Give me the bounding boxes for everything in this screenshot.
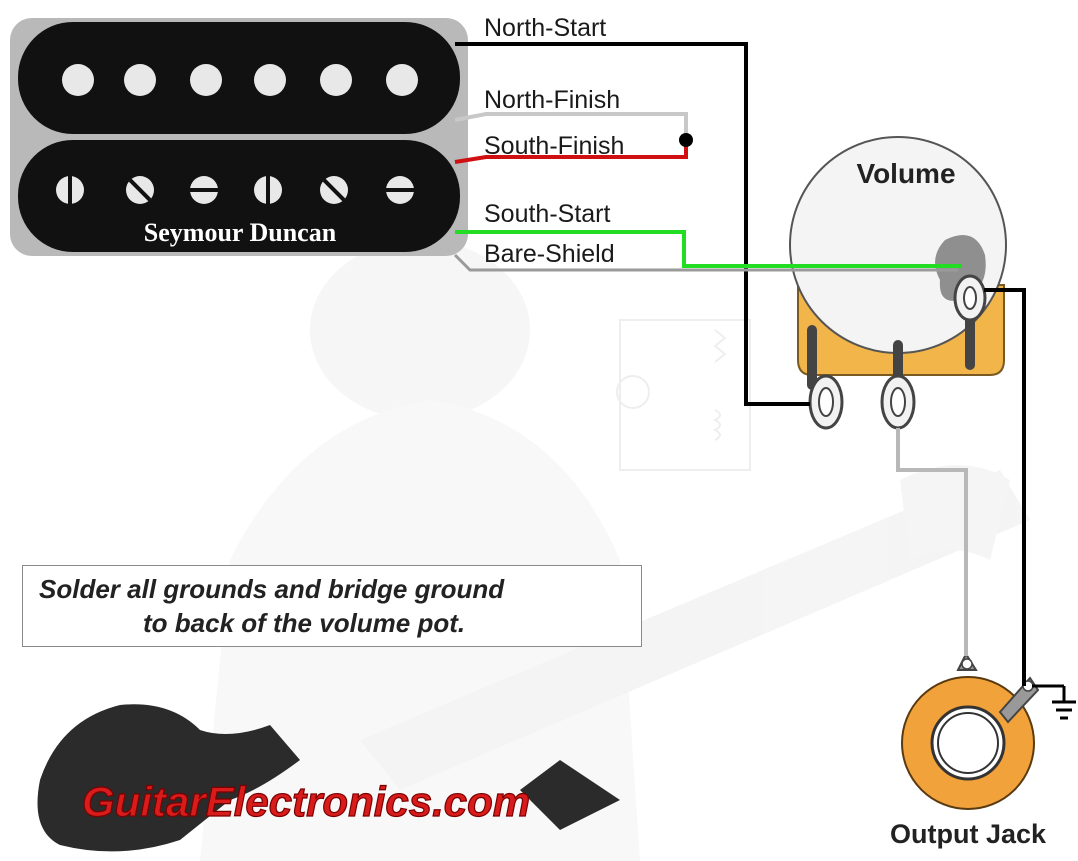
wire-pot-to-jack-tip: [896, 428, 968, 656]
label-south-start: South-Start: [484, 200, 611, 228]
north-coil: [18, 22, 460, 134]
logo-headstock: [520, 760, 620, 830]
humbucker-pickup: Seymour Duncan: [10, 18, 468, 256]
note-line-1: Solder all grounds and bridge ground: [39, 574, 505, 604]
wires: [453, 42, 1064, 688]
label-north-finish: North-Finish: [484, 86, 620, 114]
pot-lug-3: [953, 274, 987, 370]
volume-pot: Volume: [789, 136, 1007, 430]
output-jack: Output Jack: [890, 651, 1047, 849]
label-north-start: North-Start: [484, 14, 606, 42]
jack-label: Output Jack: [890, 819, 1047, 849]
note-line-2: to back of the volume pot.: [143, 608, 466, 638]
wire-north-start: [455, 42, 810, 406]
wire-north-finish: [454, 112, 688, 140]
north-coil-poles: [62, 64, 418, 96]
label-bare-shield: Bare-Shield: [484, 240, 615, 268]
south-coil: [18, 140, 460, 252]
jack-tip-lug: [956, 651, 978, 671]
instruction-note: Solder all grounds and bridge ground to …: [22, 565, 642, 647]
pot-label: Volume: [856, 158, 955, 189]
jack-hole: [930, 705, 1006, 781]
solder-joint-icon: [679, 133, 693, 147]
wire-bare-shield: [453, 253, 958, 272]
pot-lug-2: [880, 340, 916, 430]
wire-south-finish: [454, 140, 688, 164]
wire-pot-to-jack-ground: [984, 288, 1026, 686]
label-south-finish: South-Finish: [484, 132, 624, 160]
logo-text: GuitarElectronics.com: [82, 778, 530, 825]
logo-guitar-silhouette: [37, 704, 300, 852]
wire-south-start: [455, 230, 962, 268]
south-coil-screws: [56, 176, 414, 204]
ground-symbol-icon: [1052, 686, 1076, 720]
pot-lug-1: [807, 325, 844, 430]
guitarelectronics-logo: GuitarElectronics.com: [37, 704, 620, 852]
pickup-brand-label: Seymour Duncan: [144, 218, 337, 247]
